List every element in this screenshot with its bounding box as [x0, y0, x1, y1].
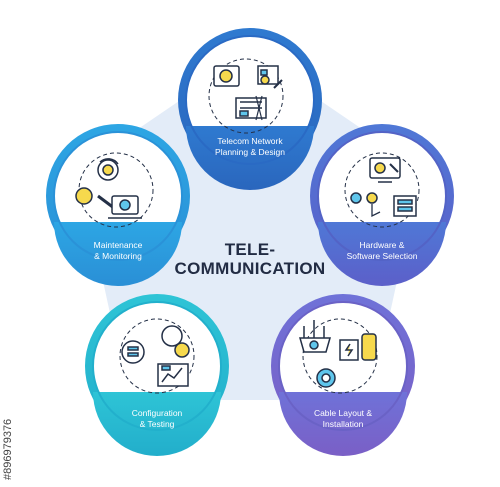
label-configuration-testing: Configuration & Testing	[97, 408, 217, 430]
label-hardware-software-line1: Hardware &	[359, 240, 405, 250]
label-telecom-network-line2: Planning & Design	[215, 147, 285, 157]
hardware-software-icon	[350, 157, 417, 218]
label-maintenance-monitoring-line2: & Monitoring	[94, 251, 142, 261]
label-telecom-network-line1: Telecom Network	[217, 136, 283, 146]
label-configuration-testing-line1: Configuration	[131, 408, 183, 418]
node-cable-layout[interactable]	[271, 294, 415, 456]
label-hardware-software-line2: Software Selection	[346, 251, 418, 261]
center-title-line1: TELE-	[224, 240, 276, 259]
label-cable-layout: Cable Layout & Installation	[283, 408, 403, 430]
label-configuration-testing-line2: & Testing	[139, 419, 175, 429]
node-telecom-network[interactable]	[178, 28, 322, 190]
cable-layout-icon	[299, 320, 377, 388]
center-title-line2: COMMUNICATION	[174, 259, 326, 278]
node-maintenance-monitoring[interactable]	[46, 124, 190, 286]
label-telecom-network: Telecom Network Planning & Design	[190, 136, 310, 158]
label-maintenance-monitoring-line1: Maintenance	[93, 240, 143, 250]
label-cable-layout-line1: Cable Layout &	[313, 408, 373, 418]
label-cable-layout-line2: Installation	[322, 419, 364, 429]
watermark: #896979376	[2, 330, 16, 480]
node-hardware-software[interactable]	[310, 124, 454, 286]
label-hardware-software: Hardware & Software Selection	[322, 240, 442, 262]
node-configuration-testing[interactable]	[85, 294, 229, 456]
network-design-icon	[213, 65, 283, 121]
configuration-testing-icon	[121, 325, 190, 387]
maintenance-monitoring-icon	[75, 158, 142, 219]
label-maintenance-monitoring: Maintenance & Monitoring	[58, 240, 178, 262]
center-title: TELE- COMMUNICATION	[150, 240, 350, 278]
watermark-text: #896979376	[2, 418, 14, 480]
